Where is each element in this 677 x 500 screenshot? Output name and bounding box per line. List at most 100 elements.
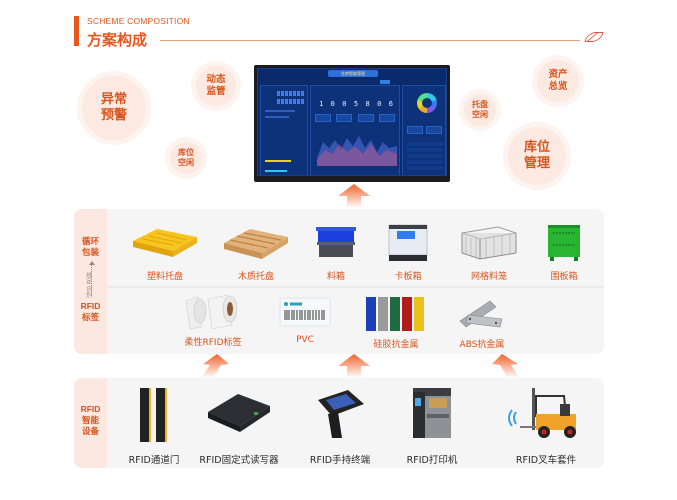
stat-cells xyxy=(277,99,305,104)
bubble-label: 库位 管理 xyxy=(523,139,550,171)
bubble-location-idle: 库位 空闲 xyxy=(170,142,202,174)
section-label-column xyxy=(74,378,107,468)
item-label: RFID叉车套件 xyxy=(515,455,577,466)
arrow-up-left-icon xyxy=(201,354,229,378)
item-pvc-card[interactable]: PVC xyxy=(279,297,331,351)
item-fixed-reader[interactable]: RFID固定式读写器 xyxy=(199,388,279,468)
bubble-dynamic-monitoring: 动态 监管 xyxy=(196,66,236,106)
item-label: 木质托盘 xyxy=(237,272,274,282)
stat-box xyxy=(426,126,442,134)
counter-digits: 1 0 0 5 8 0 6 xyxy=(319,100,393,108)
material-box-icon xyxy=(316,227,356,257)
item-label: 网格料笼 xyxy=(470,272,507,282)
dashboard-tab-active xyxy=(380,80,390,84)
digit: 0 xyxy=(377,100,382,108)
devices-section: RFID 智能 设备 RFID通道门 RFID固定式读写器 RFID手持终端 xyxy=(74,378,604,468)
header-divider xyxy=(160,40,580,41)
item-wooden-pallet[interactable]: 木质托盘 xyxy=(220,223,292,283)
leaf-icon xyxy=(584,32,604,42)
digit: 8 xyxy=(365,100,370,108)
item-flexible-rfid-tag[interactable]: 柔性RFID标签 xyxy=(182,293,244,351)
arrow-up-icon xyxy=(338,354,370,378)
flexible-tag-roll-icon xyxy=(185,294,238,330)
item-pallet-box[interactable]: 卡板箱 xyxy=(385,221,431,283)
item-sleeve-box[interactable]: 围板箱 xyxy=(544,221,584,283)
item-material-box[interactable]: 料箱 xyxy=(314,223,358,283)
item-label: 卡板箱 xyxy=(394,272,422,282)
pvc-card-icon xyxy=(279,297,331,327)
forklift-kit-icon xyxy=(508,388,576,438)
data-table xyxy=(407,142,443,172)
handheld-terminal-icon xyxy=(318,390,364,438)
item-label: PVC xyxy=(296,335,314,345)
stat-box xyxy=(315,114,331,122)
dashboard-left-panel xyxy=(260,85,308,175)
dashboard-title: 仓库智能管理 xyxy=(328,70,378,77)
item-label: RFID手持终端 xyxy=(309,455,371,466)
item-handheld-terminal[interactable]: RFID手持终端 xyxy=(310,386,370,468)
item-label: ABS抗金属 xyxy=(459,340,505,350)
digit: 1 xyxy=(319,100,324,108)
item-rfid-printer[interactable]: RFID打印机 xyxy=(407,384,457,468)
dashboard-tab xyxy=(318,80,328,84)
flow-note: 绑定 识别 xyxy=(84,272,92,298)
digit: 5 xyxy=(353,100,359,108)
silicone-tag-icon xyxy=(366,297,424,331)
item-mesh-cage[interactable]: 网格料笼 xyxy=(458,223,520,283)
flow-line xyxy=(91,264,92,296)
progress-bar xyxy=(265,110,295,112)
item-rfid-gate[interactable]: RFID通道门 xyxy=(129,386,179,468)
item-label: 柔性RFID标签 xyxy=(184,338,242,348)
flow-arrow-icon xyxy=(88,261,95,265)
arrow-up-icon xyxy=(338,184,370,208)
item-label: RFID打印机 xyxy=(406,455,458,466)
item-label: 料箱 xyxy=(326,272,345,282)
header-accent-bar xyxy=(74,16,79,46)
bubble-location-management: 库位 管理 xyxy=(508,127,566,185)
digit: 6 xyxy=(388,100,393,108)
dashboard-monitor: 仓库智能管理 1 0 0 5 8 0 6 xyxy=(254,65,450,182)
pallet-box-icon xyxy=(388,224,428,261)
item-label: 围板箱 xyxy=(550,272,578,282)
bubble-label: 托盘 空闲 xyxy=(472,100,488,119)
section-label-packaging: 循环 包装 xyxy=(81,237,99,259)
cyan-bar xyxy=(265,170,287,172)
sleeve-box-icon xyxy=(548,225,580,261)
digit: 0 xyxy=(330,100,335,108)
area-chart xyxy=(317,136,397,166)
item-label: 塑料托盘 xyxy=(146,272,183,282)
progress-bar xyxy=(265,116,289,118)
donut-chart xyxy=(417,93,437,113)
dashboard-screen: 仓库智能管理 1 0 0 5 8 0 6 xyxy=(257,68,447,176)
plastic-pallet-icon xyxy=(133,229,197,257)
bubble-asset-overview: 资产 总览 xyxy=(537,60,579,102)
item-forklift-kit[interactable]: RFID叉车套件 xyxy=(506,386,586,468)
section-label-devices: RFID 智能 设备 xyxy=(80,404,101,437)
dashboard-tab xyxy=(349,80,359,84)
stat-box xyxy=(379,114,395,122)
item-silicone-anti-metal-tag[interactable]: 硅胶抗金属 xyxy=(364,295,428,351)
bubble-anomaly-alert: 异常 预警 xyxy=(82,76,146,140)
section-label-tags: RFID 标签 xyxy=(80,301,101,323)
digit: 0 xyxy=(342,100,347,108)
bubble-label: 资产 总览 xyxy=(548,69,568,92)
dashboard-right-panel xyxy=(402,85,446,175)
rfid-gate-icon xyxy=(140,388,167,442)
header-subtitle: SCHEME COMPOSITION xyxy=(87,16,190,26)
fixed-reader-icon xyxy=(208,394,270,432)
abs-tag-icon xyxy=(459,300,503,328)
dashboard-center-panel: 1 0 0 5 8 0 6 xyxy=(310,85,400,175)
dashboard-tabs xyxy=(318,80,390,84)
mesh-cage-icon xyxy=(461,226,517,260)
stat-cells xyxy=(277,91,305,96)
item-label: RFID固定式读写器 xyxy=(199,455,279,466)
bubble-label: 动态 监管 xyxy=(206,74,226,97)
yellow-bar xyxy=(265,160,291,162)
item-label: 硅胶抗金属 xyxy=(373,340,419,350)
page-title: 方案构成 xyxy=(87,31,148,49)
item-plastic-pallet[interactable]: 塑料托盘 xyxy=(129,223,201,283)
item-abs-anti-metal-tag[interactable]: ABS抗金属 xyxy=(456,295,508,351)
stat-box xyxy=(336,114,352,122)
bubble-pallet-idle: 托盘 空闲 xyxy=(464,94,496,126)
arrow-up-right-icon xyxy=(492,354,520,378)
